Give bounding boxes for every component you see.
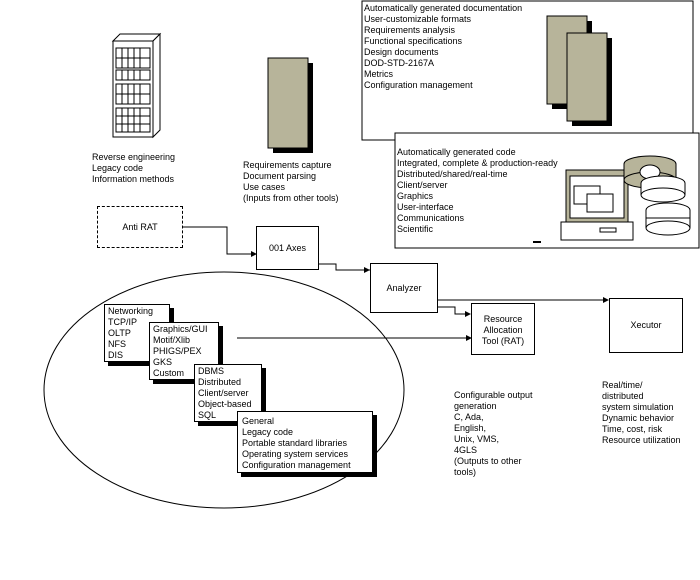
reverse-engineering-label: Reverse engineering Legacy code Informat… <box>92 152 175 185</box>
connectors <box>183 226 603 339</box>
simulation-label: Real/time/ distributed system simulation… <box>602 380 681 446</box>
documentation-item: Requirements analysis <box>364 25 456 35</box>
output-line: C, Ada, <box>454 412 484 422</box>
code-item: Client/server <box>397 180 448 190</box>
documentation-item: User-customizable formats <box>364 14 472 24</box>
documentation-title: Automatically generated documentation <box>364 3 523 13</box>
general-item: Portable standard libraries <box>242 438 348 448</box>
general-item: General <box>242 416 275 426</box>
networking-item: OLTP <box>108 328 131 338</box>
code-item: Integrated, complete & production-ready <box>397 158 558 168</box>
requirements-line: Document parsing <box>243 171 317 181</box>
requirements-document-icon <box>267 57 313 153</box>
simulation-line: Time, cost, risk <box>602 424 663 434</box>
code-list: Integrated, complete & production-ready … <box>397 158 558 235</box>
output-line: tools) <box>454 467 477 477</box>
workstation-icon <box>533 169 634 243</box>
code-item: Graphics <box>397 191 434 201</box>
dbms-item: SQL <box>198 410 217 420</box>
output-line: Unix, VMS, <box>454 434 500 444</box>
server-tower-icon <box>111 32 162 139</box>
simulation-line: system simulation <box>602 402 674 412</box>
simulation-line: Real/time/ <box>602 380 643 390</box>
graphics-item: Motif/Xlib <box>153 335 191 345</box>
code-item: Distributed/shared/real-time <box>397 169 508 179</box>
simulation-line: distributed <box>602 391 644 401</box>
analyzer-label: Analyzer <box>386 283 422 293</box>
documentation-item: DOD-STD-2167A <box>364 58 435 68</box>
general-item: Legacy code <box>242 427 294 437</box>
output-line: generation <box>454 401 497 411</box>
graphics-item: Graphics/GUI <box>153 324 208 334</box>
rat-label-line: Resource <box>483 314 523 324</box>
code-item: Communications <box>397 213 465 223</box>
code-item: User-interface <box>397 202 454 212</box>
requirements-line: Requirements capture <box>243 160 332 170</box>
reverse-engineering-line: Information methods <box>92 174 175 184</box>
output-label: Configurable output generation C, Ada, E… <box>454 390 533 478</box>
dbms-item: Client/server <box>198 388 249 398</box>
graphics-item: PHIGS/PEX <box>153 346 202 356</box>
rat-label-line: Tool (RAT) <box>481 336 525 346</box>
axes-box[interactable]: 001 Axes <box>256 226 319 270</box>
documentation-item: Metrics <box>364 69 393 79</box>
general-card[interactable]: General Legacy code Portable standard li… <box>237 411 373 473</box>
graphics-item: GKS <box>153 357 173 367</box>
networking-item: Networking <box>108 306 154 316</box>
general-item: Operating system services <box>242 449 349 459</box>
networking-item: NFS <box>108 339 126 349</box>
requirements-line: (Inputs from other tools) <box>243 193 339 203</box>
dbms-item: Object-based <box>198 399 252 409</box>
networking-item: DIS <box>108 350 124 360</box>
code-title: Automatically generated code <box>397 147 516 157</box>
dbms-item: DBMS <box>198 366 225 376</box>
documentation-item: Functional specifications <box>364 36 463 46</box>
rat-box[interactable]: Resource Allocation Tool (RAT) <box>471 303 535 355</box>
output-line: English, <box>454 423 487 433</box>
xecutor-label: Xecutor <box>630 320 662 330</box>
simulation-line: Dynamic behavior <box>602 413 675 423</box>
xecutor-box[interactable]: Xecutor <box>609 298 683 353</box>
axes-label: 001 Axes <box>268 243 307 253</box>
arrowheads <box>251 251 609 341</box>
rat-label-line: Allocation <box>483 325 523 335</box>
reverse-engineering-line: Legacy code <box>92 163 144 173</box>
analyzer-box[interactable]: Analyzer <box>370 263 438 313</box>
dbms-card[interactable]: DBMS Distributed Client/server Object-ba… <box>194 364 262 422</box>
requirements-label: Requirements capture Document parsing Us… <box>243 160 339 204</box>
simulation-line: Resource utilization <box>602 435 681 445</box>
code-item: Scientific <box>397 224 434 234</box>
documentation-list: User-customizable formats Requirements a… <box>364 14 473 91</box>
general-item: Configuration management <box>242 460 351 470</box>
documentation-panel <box>361 0 694 141</box>
output-line: Configurable output <box>454 390 533 400</box>
documentation-item: Configuration management <box>364 80 473 90</box>
reverse-engineering-line: Reverse engineering <box>92 152 176 162</box>
documentation-item: Design documents <box>364 47 439 57</box>
libraries-ellipse <box>43 271 405 509</box>
output-line: (Outputs to other <box>454 456 522 466</box>
requirements-line: Use cases <box>243 182 286 192</box>
graphics-item: Custom <box>153 368 185 378</box>
anti-rat-box[interactable]: Anti RAT <box>97 206 183 248</box>
documentation-stack-icon <box>546 15 612 126</box>
anti-rat-label: Anti RAT <box>122 222 158 232</box>
dbms-item: Distributed <box>198 377 242 387</box>
disk-drives-icon <box>623 155 691 236</box>
output-line: 4GLS <box>454 445 478 455</box>
networking-item: TCP/IP <box>108 317 138 327</box>
